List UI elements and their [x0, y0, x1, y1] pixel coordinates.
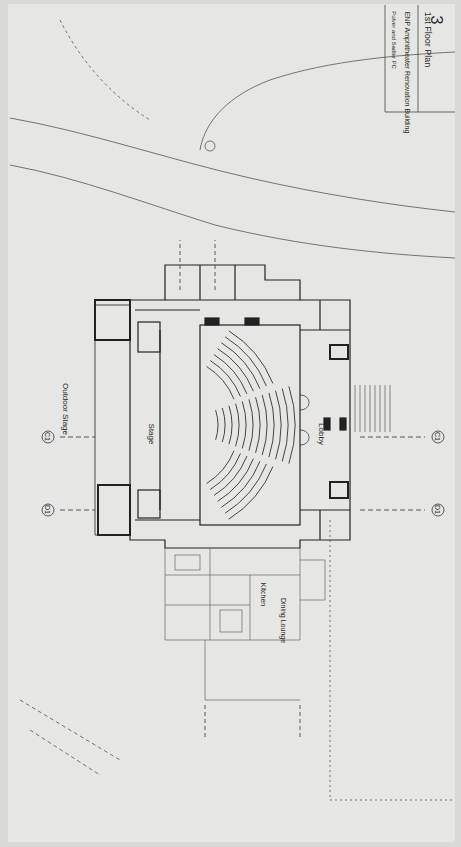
section-marker: C1	[434, 432, 441, 441]
title-block	[385, 5, 455, 112]
section-marker: C1	[44, 432, 51, 441]
entry-steps	[355, 385, 390, 432]
step-line	[360, 385, 361, 432]
step-line	[380, 385, 381, 432]
seat-row	[222, 408, 225, 442]
seat-row	[221, 343, 260, 389]
section-marker: D1	[434, 505, 441, 514]
seat-row	[282, 389, 288, 462]
section-markers	[42, 240, 444, 740]
seat-row	[242, 402, 246, 449]
seat-row	[210, 361, 240, 397]
section-marker: D1	[44, 505, 51, 514]
lower-wing	[165, 548, 325, 700]
seat-row	[207, 366, 234, 399]
seat-row	[256, 397, 260, 453]
step-line	[385, 385, 386, 432]
seat-row	[229, 331, 273, 384]
title-text: ENP Amphitheater Renovation Building	[404, 11, 411, 133]
room-name: Kitchen	[260, 583, 267, 606]
room-label: Outdoor Stage	[56, 380, 74, 438]
road	[10, 20, 455, 800]
building-walls	[95, 265, 350, 548]
seat-row	[262, 395, 267, 455]
seat-row	[269, 393, 274, 457]
room-name: Outdoor Stage	[61, 383, 69, 435]
seat-row	[229, 467, 273, 520]
seat-row	[218, 459, 254, 502]
step-line	[365, 385, 366, 432]
room-name: Dining Lounge	[280, 598, 287, 643]
step-line	[355, 385, 356, 432]
room-name: Lobby	[317, 423, 325, 445]
room-label: Dining Lounge	[275, 595, 292, 646]
seat-row	[276, 391, 281, 460]
seat-row	[218, 349, 254, 392]
sheet	[8, 4, 455, 842]
step-line	[390, 385, 391, 432]
room-label: Stage	[142, 420, 160, 447]
sheet-number: 3	[428, 16, 444, 25]
seat-row	[221, 461, 260, 507]
room-name: Stage	[147, 423, 155, 444]
step-line	[375, 385, 376, 432]
seat-row	[249, 399, 253, 450]
step-line	[370, 385, 371, 432]
seat-row	[210, 453, 240, 489]
seat-row	[229, 406, 232, 444]
seating-rows	[207, 331, 295, 519]
seat-row	[236, 404, 239, 447]
seat-row	[289, 386, 295, 463]
room-label: Lobby	[312, 420, 330, 448]
room-label: Kitchen	[255, 580, 272, 609]
title-block: Pulver and Sadler PC ENP Amphitheater Ren…	[388, 8, 450, 136]
seat-row	[216, 410, 218, 440]
seat-row	[207, 451, 234, 484]
title-text: Pulver and Sadler PC	[391, 11, 397, 69]
